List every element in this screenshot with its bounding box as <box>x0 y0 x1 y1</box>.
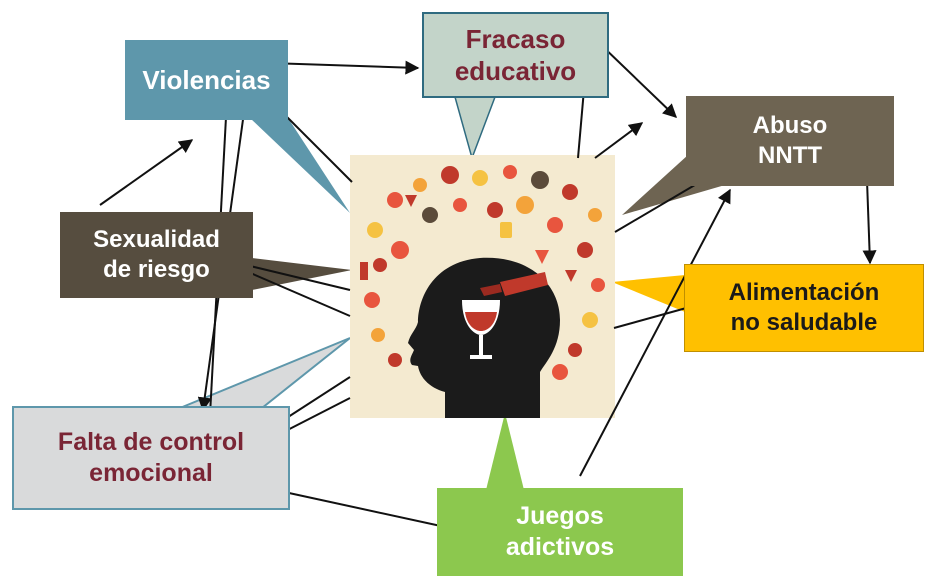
node-alimentacion-line2: no saludable <box>730 309 878 336</box>
fracaso-tail <box>454 96 497 161</box>
node-juegos-line1: Juegos <box>516 501 604 530</box>
node-abuso-line2: NNTT <box>758 142 822 169</box>
sexualidad-tail <box>252 258 352 290</box>
node-fracaso-line1: Fracaso <box>465 23 566 54</box>
node-violencias-text: Violencias <box>142 64 271 95</box>
node-fracaso-line2: educativo <box>454 56 577 86</box>
alimentacion-tail <box>612 275 685 312</box>
node-falta-de-control-emocional: Falta de control emocional <box>12 406 290 510</box>
drink-icons <box>360 165 605 380</box>
bottle-icon <box>480 272 548 296</box>
node-alimentacion-no-saludable: Alimentación no saludable <box>684 264 924 352</box>
central-image <box>350 155 615 418</box>
node-sexualidad-line1: Sexualidad <box>93 226 220 253</box>
node-abuso-nntt: Abuso NNTT <box>686 96 894 186</box>
wine-glass-icon <box>462 300 500 359</box>
node-sexualidad-line2: de riesgo <box>103 256 210 283</box>
node-alimentacion-line1: Alimentación <box>728 279 880 306</box>
head-silhouette <box>408 257 560 418</box>
node-falta-line1: Falta de control <box>57 427 245 456</box>
node-sexualidad-de-riesgo: Sexualidad de riesgo <box>60 212 253 298</box>
juegos-tail <box>486 413 524 490</box>
node-falta-line2: emocional <box>89 459 213 487</box>
node-juegos-adictivos: Juegos adictivos <box>437 488 683 576</box>
node-violencias: Violencias <box>125 40 288 120</box>
node-abuso-line1: Abuso <box>752 112 828 139</box>
node-juegos-line2: adictivos <box>505 533 615 561</box>
violencias-tail <box>250 118 350 213</box>
node-fracaso-educativo: Fracaso educativo <box>422 12 609 98</box>
